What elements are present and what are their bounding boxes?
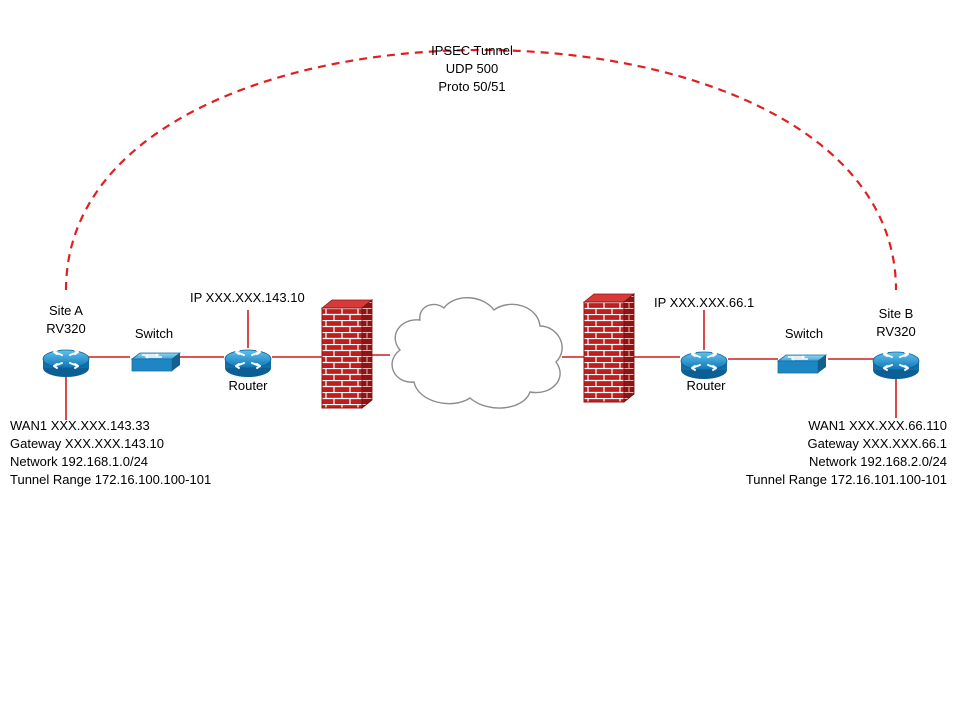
site-b-name: Site B — [878, 306, 914, 321]
site-b-router-icon — [872, 351, 920, 380]
router-a-icon — [224, 349, 272, 378]
site-b-detail-line: Gateway XXX.XXX.66.1 — [807, 436, 947, 451]
site-b-label: Site B RV320 — [856, 305, 936, 341]
router-b-icon — [680, 351, 728, 380]
router-b-label: Router — [686, 378, 726, 393]
site-a-name: Site A — [49, 303, 83, 318]
router-b-ip: IP XXX.XXX.66.1 — [654, 295, 755, 310]
site-a-detail-line: Tunnel Range 172.16.100.100-101 — [10, 472, 212, 487]
cloud-icon — [391, 297, 563, 409]
router-a-label: Router — [228, 378, 268, 393]
site-b-detail-line: Tunnel Range 172.16.101.100-101 — [745, 472, 947, 487]
tunnel-label: IPSEC Tunnel UDP 500 Proto 50/51 — [412, 42, 532, 96]
tunnel-label-line: IPSEC Tunnel — [431, 43, 513, 58]
firewall-b-icon — [583, 293, 635, 403]
site-b-details: WAN1 XXX.XXX.66.110 Gateway XXX.XXX.66.1… — [746, 417, 947, 489]
firewall-a-icon — [321, 299, 373, 409]
site-b-model: RV320 — [876, 324, 916, 339]
site-b-switch-icon — [777, 354, 827, 374]
site-a-details: WAN1 XXX.XXX.143.33 Gateway XXX.XXX.143.… — [10, 417, 211, 489]
site-a-label: Site A RV320 — [26, 302, 106, 338]
site-a-detail-line: Network 192.168.1.0/24 — [10, 454, 149, 469]
site-a-router-icon — [42, 349, 90, 378]
site-b-detail-line: WAN1 XXX.XXX.66.110 — [808, 418, 947, 433]
site-b-detail-line: Network 192.168.2.0/24 — [808, 454, 947, 469]
site-a-detail-line: Gateway XXX.XXX.143.10 — [10, 436, 164, 451]
tunnel-label-line: Proto 50/51 — [438, 79, 506, 94]
site-a-model: RV320 — [46, 321, 86, 336]
network-links — [65, 310, 897, 420]
site-b-switch-label: Switch — [784, 326, 824, 341]
site-a-detail-line: WAN1 XXX.XXX.143.33 — [10, 418, 150, 433]
router-a-ip: IP XXX.XXX.143.10 — [190, 290, 305, 305]
site-a-switch-label: Switch — [134, 326, 174, 341]
site-a-switch-icon — [131, 352, 181, 372]
tunnel-label-line: UDP 500 — [445, 61, 499, 76]
